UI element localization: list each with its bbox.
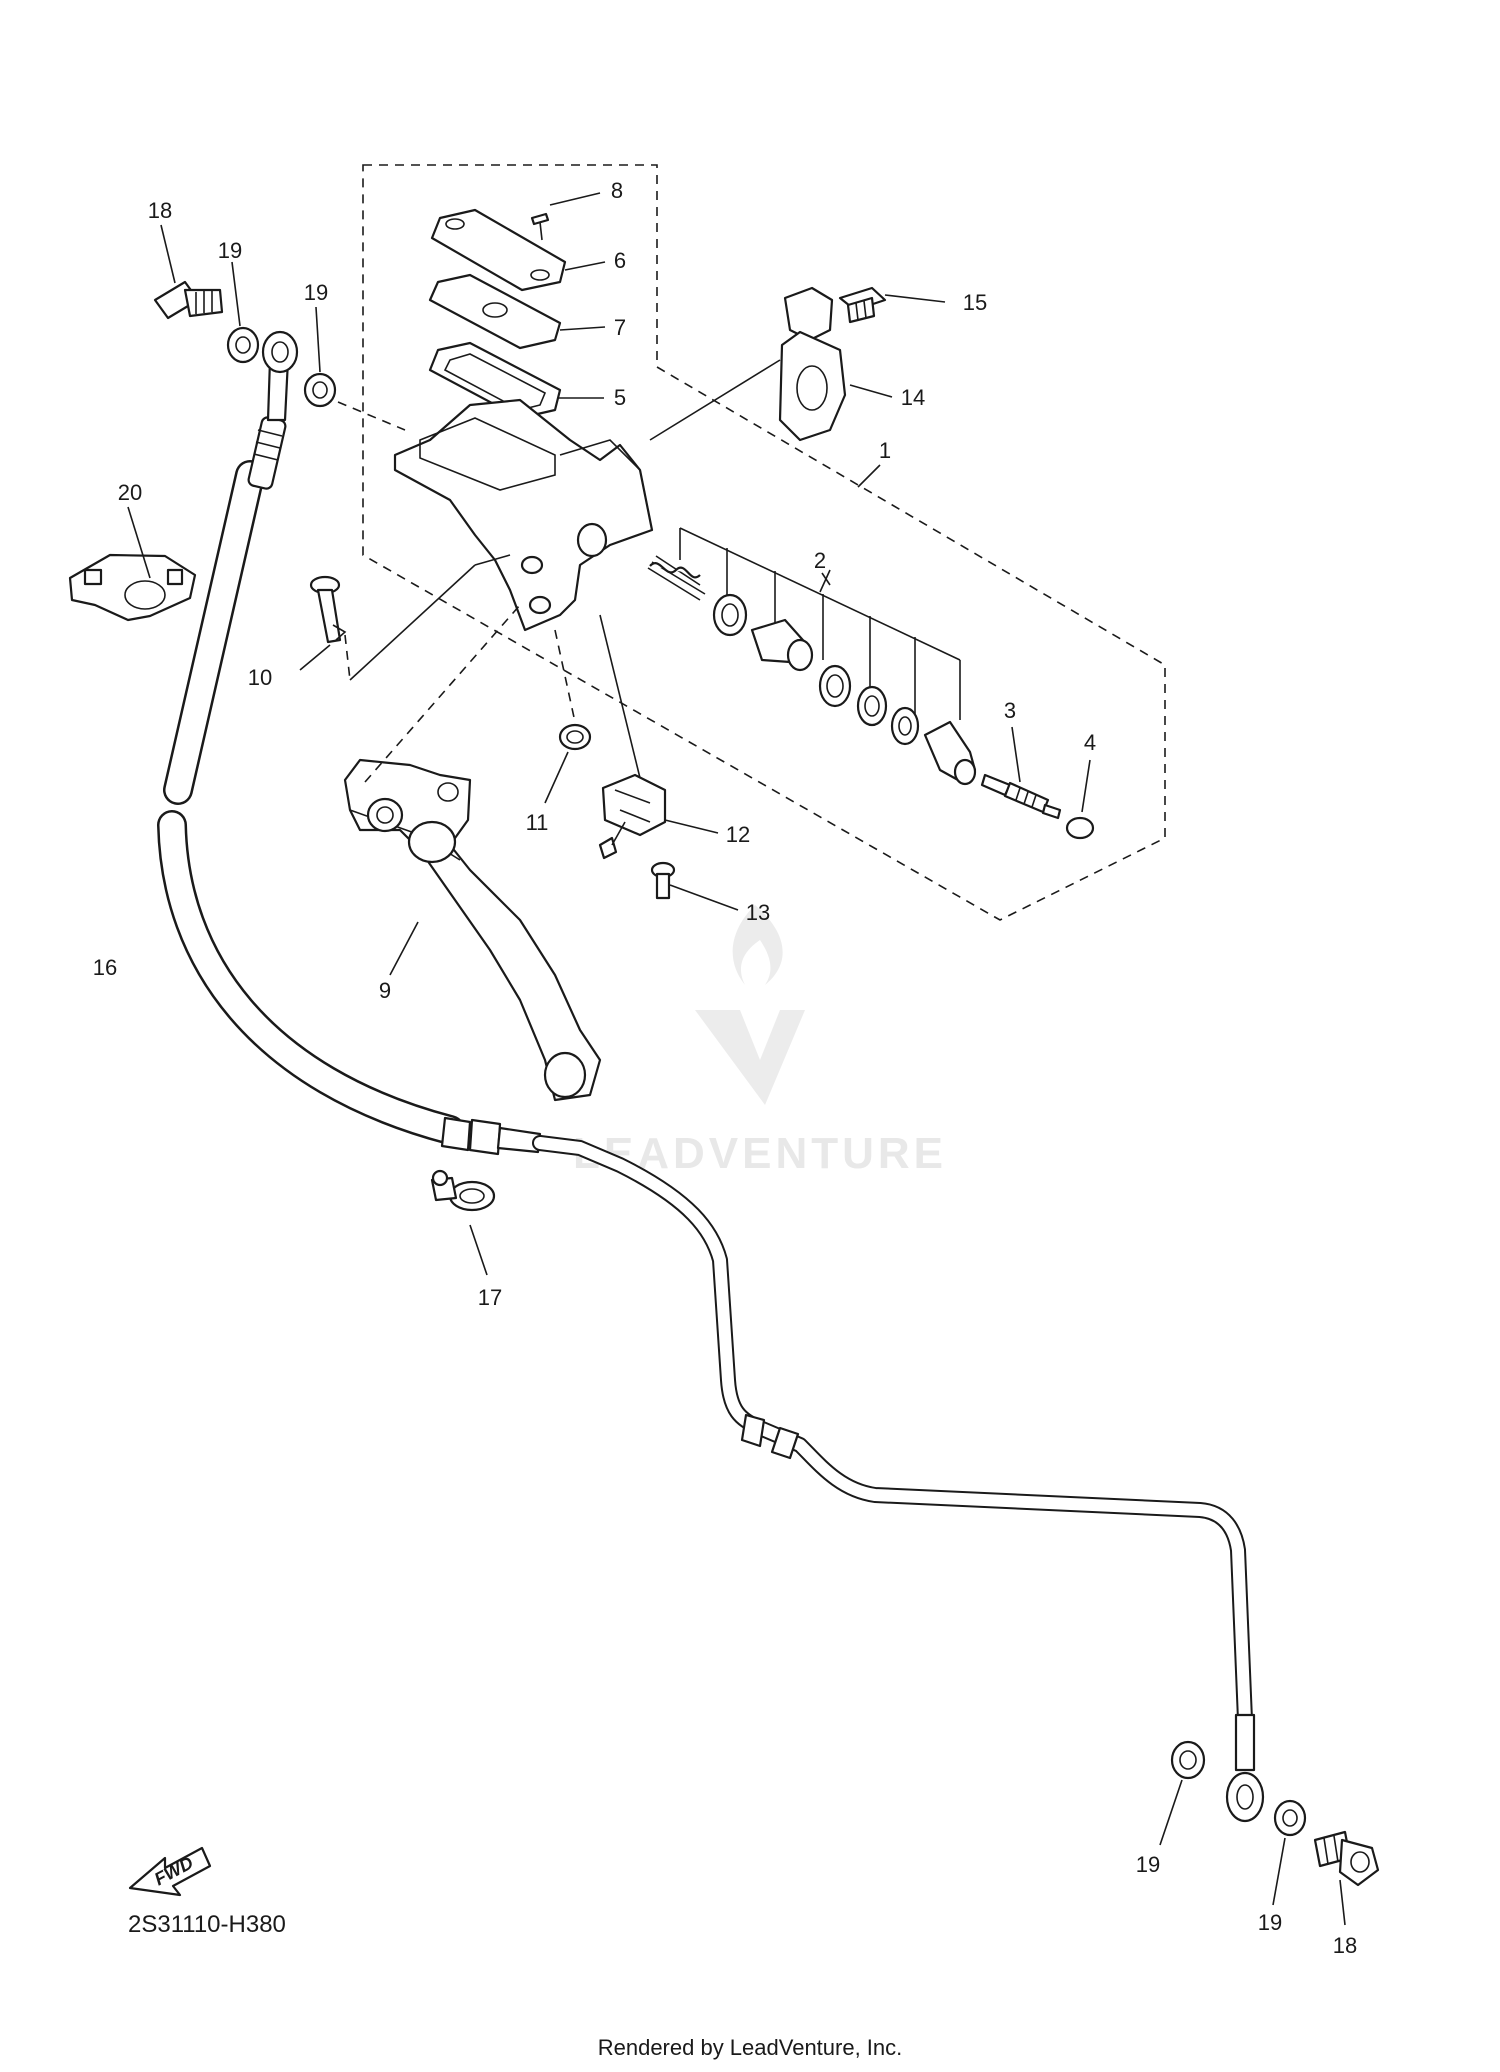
callout-11: 11 — [526, 810, 549, 835]
render-credit: Rendered by LeadVenture, Inc. — [598, 2035, 903, 2060]
callout-17: 17 — [478, 1285, 502, 1310]
assembly-group-outline — [362, 164, 1166, 921]
callout-19-lower-a: 19 — [1136, 1852, 1160, 1877]
clamp-20 — [68, 506, 197, 622]
callout-12: 12 — [726, 822, 750, 847]
callout-18-upper: 18 — [148, 198, 172, 223]
holder-14 — [649, 286, 946, 442]
callout-4: 4 — [1084, 730, 1096, 755]
callout-2-leader — [821, 572, 831, 586]
callout-9: 9 — [379, 978, 391, 1003]
switch-parts — [544, 614, 739, 911]
master-cylinder-body — [393, 398, 654, 632]
clamp-17 — [430, 1169, 496, 1276]
callout-20: 20 — [118, 480, 142, 505]
callout-8: 8 — [611, 178, 623, 203]
watermark-flame-icon — [732, 905, 783, 985]
fwd-arrow-icon: FWD — [128, 1846, 212, 1897]
piston-kit-2 — [647, 527, 977, 786]
callout-15: 15 — [963, 290, 987, 315]
callout-19-lower-b: 19 — [1258, 1910, 1282, 1935]
callout-7: 7 — [614, 315, 626, 340]
callout-6: 6 — [614, 248, 626, 273]
lower-right-bolt-assembly — [1159, 1740, 1380, 1926]
callout-1: 1 — [879, 438, 891, 463]
callout-5: 5 — [614, 385, 626, 410]
callout-14: 14 — [901, 385, 925, 410]
screw-10 — [299, 554, 511, 681]
lever-9 — [343, 604, 602, 1102]
diagram-code: 2S31110-H380 — [128, 1911, 286, 1938]
callout-19-upper-b: 19 — [304, 280, 328, 305]
callout-2: 2 — [814, 548, 826, 573]
brake-pipe — [532, 1135, 1265, 1823]
push-rod-3 — [980, 726, 1095, 840]
callout-19-upper-a: 19 — [218, 238, 242, 263]
reservoir-parts — [428, 192, 606, 420]
watermark-v-icon — [695, 1010, 805, 1105]
brake-hose-16 — [157, 330, 542, 1156]
watermark: LEADVENTURE — [573, 905, 943, 1178]
banjo-bolt-18-upper — [153, 224, 406, 431]
callout-16: 16 — [93, 955, 117, 980]
callout-10: 10 — [248, 665, 272, 690]
callout-13: 13 — [746, 900, 770, 925]
callout-3: 3 — [1004, 698, 1016, 723]
callout-1-leader — [857, 464, 881, 488]
callout-18-lower: 18 — [1333, 1933, 1357, 1958]
